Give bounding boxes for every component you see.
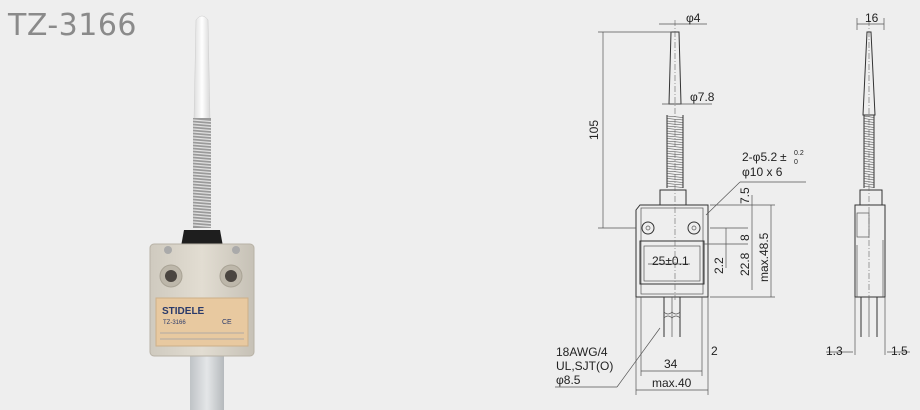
cable-spec-line1: 18AWG/4 [556, 345, 608, 359]
cable-spec-line2: UL,SJT(O) [556, 359, 613, 373]
dim-side-right: 1.5 [891, 344, 908, 358]
dim-spring-diameter: φ7.8 [690, 90, 715, 104]
dim-holes-line2: φ10 x 6 [742, 165, 783, 179]
dim-max-width: max.40 [652, 376, 692, 390]
dim-max-height: max.48.5 [757, 232, 771, 282]
ce-mark: CE [222, 319, 232, 326]
cable-spec-line3: φ8.5 [556, 373, 581, 387]
dim-8: 8 [738, 234, 752, 241]
dim-holes-line1: 2-φ5.2 [742, 150, 777, 164]
dim-holes-tol-lower: 0 [794, 159, 798, 166]
dim-tip-diameter: φ4 [686, 11, 701, 25]
dim-22-8: 22.8 [738, 252, 752, 276]
dim-holes-tolerance-sign: ± [780, 150, 787, 164]
spring [192, 118, 212, 228]
dim-7-5: 7.5 [738, 187, 752, 204]
dim-2: 2 [711, 344, 718, 358]
brand-label: STIDELE [162, 306, 205, 317]
model-title: TZ-3166 [8, 8, 138, 43]
dim-2-2: 2.2 [712, 257, 726, 274]
dim-side-width: 16 [865, 11, 879, 25]
dim-holes-tol-upper: 0.2 [794, 150, 804, 157]
dim-hole-spacing: 34 [664, 357, 678, 371]
product-label [155, 297, 249, 347]
front-view [635, 20, 709, 337]
dim-side-left: 1.3 [826, 344, 843, 358]
plunger-rod [193, 15, 211, 121]
model-label: TZ-3166 [163, 320, 186, 326]
dim-window-width: 25±0.1 [652, 254, 689, 268]
screw [164, 246, 172, 254]
screw [232, 246, 240, 254]
side-view [826, 18, 910, 355]
dim-length: 105 [587, 120, 601, 140]
